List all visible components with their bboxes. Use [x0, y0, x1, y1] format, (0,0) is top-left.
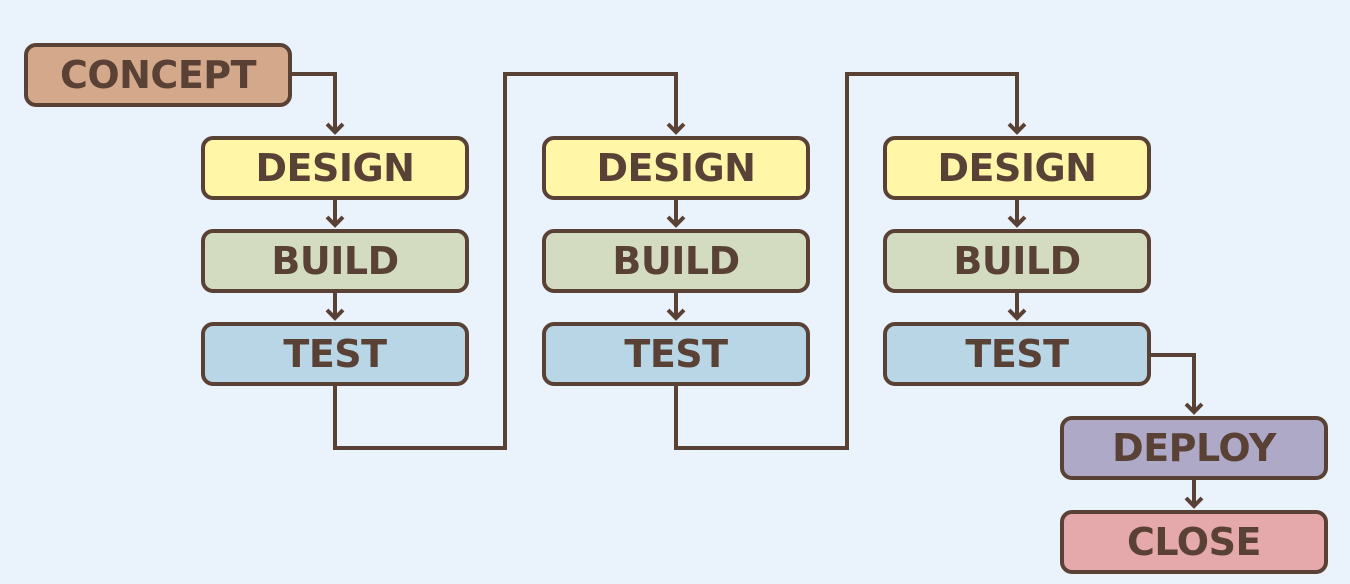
test-label-2: TEST: [624, 332, 728, 376]
test-label-1: TEST: [283, 332, 387, 376]
connector-concept-design1: [290, 72, 337, 132]
build-label-1: BUILD: [271, 239, 399, 283]
design-label-1: DESIGN: [255, 146, 415, 190]
design-node-3: DESIGN: [883, 136, 1151, 200]
build-label-3: BUILD: [953, 239, 1081, 283]
build-node-3: BUILD: [883, 229, 1151, 293]
build-node-1: BUILD: [201, 229, 469, 293]
connector-test1-design2: [333, 72, 678, 450]
test-node-1: TEST: [201, 322, 469, 386]
deploy-label: DEPLOY: [1112, 426, 1276, 470]
build-node-2: BUILD: [542, 229, 810, 293]
concept-node: CONCEPT: [24, 43, 292, 107]
design-node-1: DESIGN: [201, 136, 469, 200]
close-node: CLOSE: [1060, 510, 1328, 574]
design-label-3: DESIGN: [937, 146, 1097, 190]
build-label-2: BUILD: [612, 239, 740, 283]
design-label-2: DESIGN: [596, 146, 756, 190]
test-label-3: TEST: [965, 332, 1069, 376]
deploy-node: DEPLOY: [1060, 416, 1328, 480]
design-node-2: DESIGN: [542, 136, 810, 200]
close-label: CLOSE: [1127, 520, 1261, 564]
test-node-3: TEST: [883, 322, 1151, 386]
concept-label: CONCEPT: [59, 53, 257, 97]
connector-test3-deploy: [1150, 353, 1196, 412]
test-node-2: TEST: [542, 322, 810, 386]
connector-test2-design3: [674, 72, 1019, 450]
